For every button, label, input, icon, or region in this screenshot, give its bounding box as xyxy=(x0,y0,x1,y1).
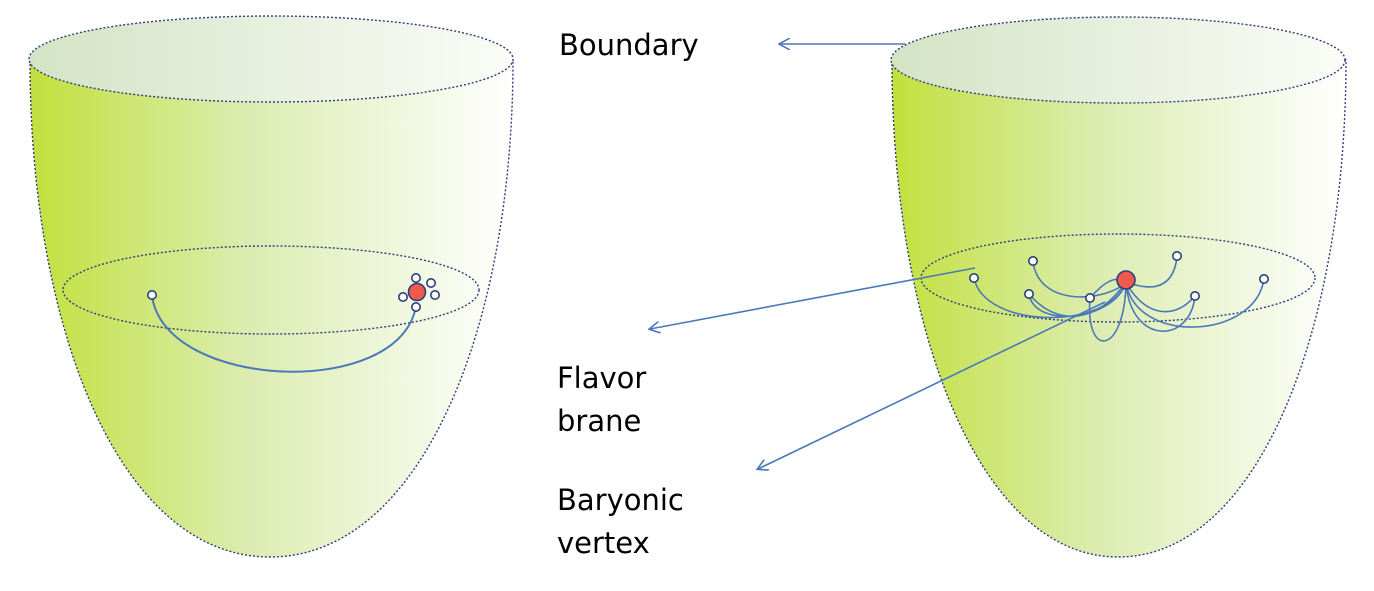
right-baryonic-vertex xyxy=(1116,270,1136,290)
string-endpoint xyxy=(147,289,158,300)
string xyxy=(1125,278,1265,328)
left-endpoints xyxy=(147,272,440,312)
string-endpoint xyxy=(1024,288,1035,299)
left-flavor-brane xyxy=(62,245,480,335)
left-boundary-ellipse xyxy=(28,15,514,103)
string-endpoint xyxy=(1028,255,1039,266)
string xyxy=(1125,281,1196,313)
string-endpoint xyxy=(410,301,421,312)
baryonic-vertex-label: Baryonic vertex xyxy=(557,479,684,565)
string-endpoint xyxy=(1190,290,1201,301)
string-endpoint xyxy=(1172,251,1183,262)
boundary-label: Boundary xyxy=(559,24,699,67)
right-bowl-surface xyxy=(891,59,1347,558)
right-boundary-ellipse xyxy=(890,16,1346,104)
string xyxy=(1125,281,1196,332)
string-endpoint xyxy=(1259,273,1270,284)
annotation-arrows xyxy=(650,44,1106,469)
left-baryonic-vertex xyxy=(407,282,427,302)
flavor-label-line1: Flavor xyxy=(557,361,647,395)
flavor-label-line2: brane xyxy=(557,404,642,438)
string-endpoint xyxy=(410,272,421,283)
baryonic-vertex-arrow xyxy=(758,301,1106,469)
string-endpoint xyxy=(1085,292,1096,303)
left-bowl xyxy=(28,15,514,558)
string-endpoint xyxy=(968,272,979,283)
string xyxy=(1028,281,1127,318)
string-endpoint xyxy=(397,291,408,302)
left-meson-string xyxy=(151,295,417,373)
boundary-label-text: Boundary xyxy=(559,28,699,62)
flavor-brane-label: Flavor brane xyxy=(557,357,646,443)
right-bowl xyxy=(890,16,1347,558)
string-endpoint xyxy=(425,277,436,288)
left-bowl-surface xyxy=(29,59,514,558)
baryon-label-line1: Baryonic xyxy=(557,483,684,517)
string xyxy=(1088,281,1127,342)
baryon-label-line2: vertex xyxy=(557,526,650,560)
string-endpoint xyxy=(429,289,440,300)
right-endpoints xyxy=(968,251,1270,303)
flavor-brane-arrow xyxy=(650,267,976,329)
string xyxy=(1032,261,1127,298)
